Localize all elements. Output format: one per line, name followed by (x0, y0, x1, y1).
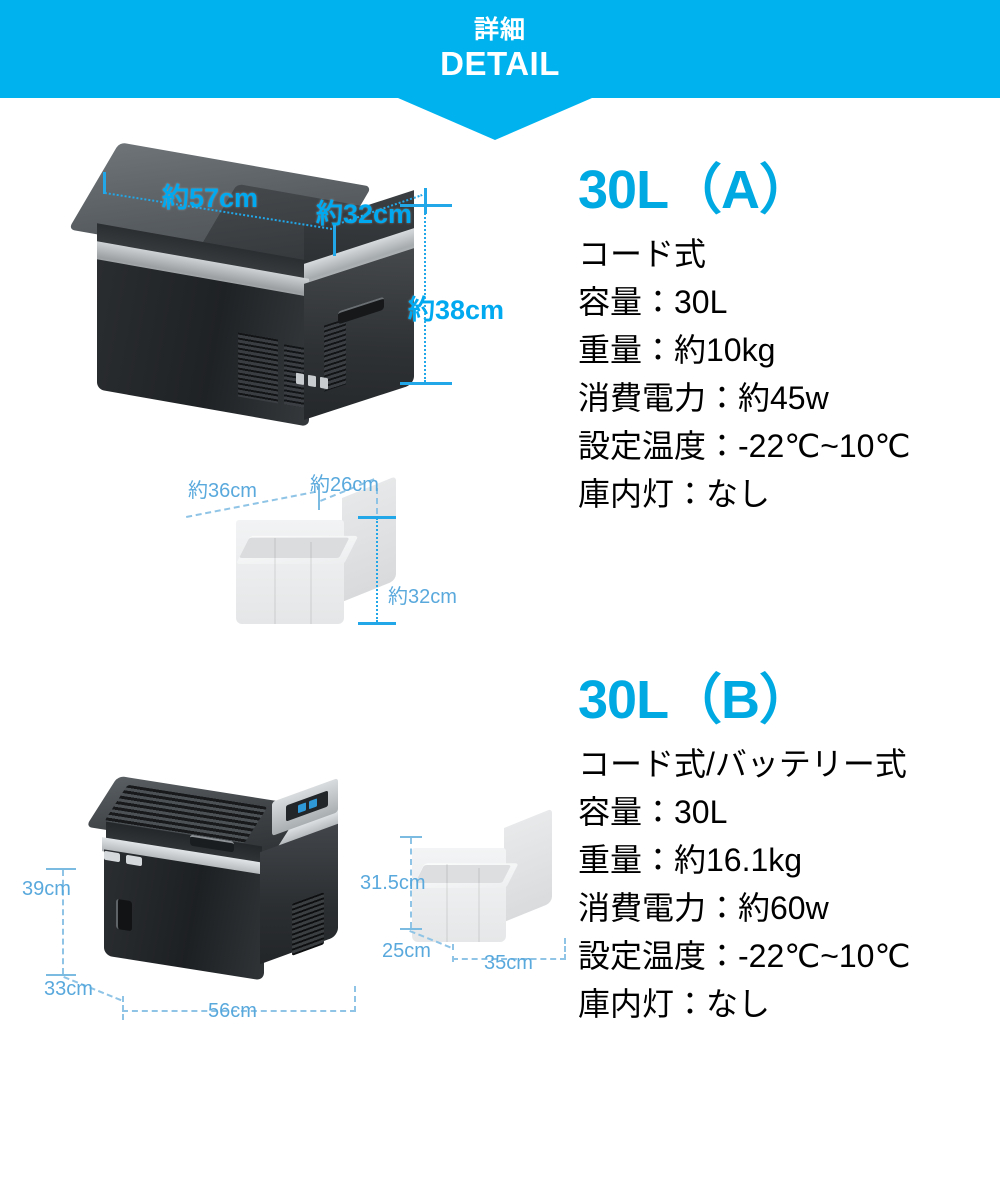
box-a-inner-rim (239, 537, 350, 558)
spec-line-temperature: 設定温度：-22℃~10℃ (578, 428, 911, 464)
spec-line-weight-b: 重量：約16.1kg (578, 842, 803, 878)
dimline-b-d-end (122, 996, 124, 1020)
dimline-boxb-height (410, 838, 412, 928)
dimline-boxa-h-top (358, 516, 396, 519)
dimline-boxa-height (376, 518, 378, 622)
cooler-a-control-icon-2 (308, 374, 316, 388)
cooler-a-vent-left (238, 332, 278, 404)
dim-label-boxb-width: 35cm (484, 952, 533, 974)
dim-label-b-width: 56cm (208, 1000, 257, 1022)
product-image-30l-b (60, 775, 370, 1022)
dimline-a-w-start (103, 172, 106, 194)
interior-box-30l-b (412, 808, 552, 958)
dimline-a-h-bottom (400, 382, 452, 385)
box-b-inner-rim (415, 865, 512, 883)
dimline-a-height (424, 206, 426, 382)
dimline-a-w-end (333, 224, 336, 256)
box-b-seam-2 (478, 868, 480, 942)
dimline-b-h-bottom (46, 974, 76, 976)
dimline-boxa-w-end (318, 484, 320, 510)
banner-arrow-icon (398, 98, 592, 140)
cooler-b-display-segment-2 (308, 798, 317, 810)
dimline-boxb-w-end (564, 938, 566, 960)
spec-line-consumption: 消費電力：約45w (578, 380, 829, 416)
spec-title-30l-b: 30L（B） (578, 670, 813, 730)
dimline-boxa-d-end (376, 488, 378, 514)
spec-line-interior-light-b: 庫内灯：なし (578, 986, 771, 1022)
spec-line-consumption-b: 消費電力：約60w (578, 890, 829, 926)
dimline-b-height (62, 870, 64, 974)
dim-label-boxa-depth: 約26cm (310, 474, 379, 496)
box-b-seam-1 (446, 864, 448, 942)
spec-line-capacity-b: 容量：30L (578, 794, 728, 830)
dimline-a-d-end (424, 188, 427, 214)
spec-block-30l-b: 30L（B） コード式/バッテリー式 容量：30L 重量：約16.1kg 消費電… (578, 670, 910, 1028)
dim-label-a-height: 約38cm (408, 295, 505, 325)
dim-label-boxa-width: 約36cm (188, 480, 257, 502)
spec-list-30l-a: コード式 容量：30L 重量：約10kg 消費電力：約45w 設定温度：-22℃… (578, 230, 910, 518)
cooler-b-side-handle (116, 898, 132, 932)
dimline-b-h-top (46, 868, 76, 870)
spec-title-30l-a: 30L（A） (578, 160, 813, 220)
dimline-boxb-h-top (400, 836, 422, 838)
spec-line-power-type-b: コード式/バッテリー式 (578, 746, 907, 782)
dim-label-boxb-depth: 25cm (382, 940, 431, 962)
box-a-seam-1 (274, 538, 276, 624)
spec-line-temperature-b: 設定温度：-22℃~10℃ (578, 938, 911, 974)
spec-line-power-type: コード式 (578, 236, 707, 272)
box-a-seam-2 (310, 542, 312, 624)
dimline-b-width (122, 1010, 356, 1012)
interior-box-30l-a (236, 476, 396, 628)
dim-label-boxb-height: 31.5cm (360, 872, 426, 894)
cooler-b-display-segment-1 (297, 802, 306, 814)
dimline-a-h-top (400, 204, 452, 207)
box-b-front (412, 848, 506, 942)
dimline-boxa-h-bottom (358, 622, 396, 625)
spec-line-interior-light: 庫内灯：なし (578, 476, 771, 512)
cooler-a-control-icon-3 (320, 376, 328, 390)
dimline-boxb-h-bottom (400, 928, 422, 930)
spec-line-capacity: 容量：30L (578, 284, 728, 320)
dimline-b-w-end (354, 986, 356, 1012)
dim-label-b-height: 39cm (22, 878, 71, 900)
dim-label-a-width: 約57cm (162, 183, 259, 213)
cooler-a-control-icon-1 (296, 372, 304, 386)
dimline-boxb-d-end (452, 944, 454, 962)
dim-label-b-depth: 33cm (44, 978, 93, 1000)
dimline-boxb-width (452, 958, 566, 960)
detail-banner: 詳細 DETAIL (0, 0, 1000, 98)
spec-line-weight: 重量：約10kg (578, 332, 776, 368)
dim-label-boxa-height: 約32cm (388, 586, 457, 608)
spec-block-30l-a: 30L（A） コード式 容量：30L 重量：約10kg 消費電力：約45w 設定… (578, 160, 910, 518)
spec-list-30l-b: コード式/バッテリー式 容量：30L 重量：約16.1kg 消費電力：約60w … (578, 740, 910, 1028)
banner-title-en: DETAIL (440, 45, 560, 82)
dim-label-a-depth: 約32cm (316, 199, 413, 229)
cooler-b-vent (292, 892, 324, 956)
banner-title-jp: 詳細 (473, 16, 526, 44)
